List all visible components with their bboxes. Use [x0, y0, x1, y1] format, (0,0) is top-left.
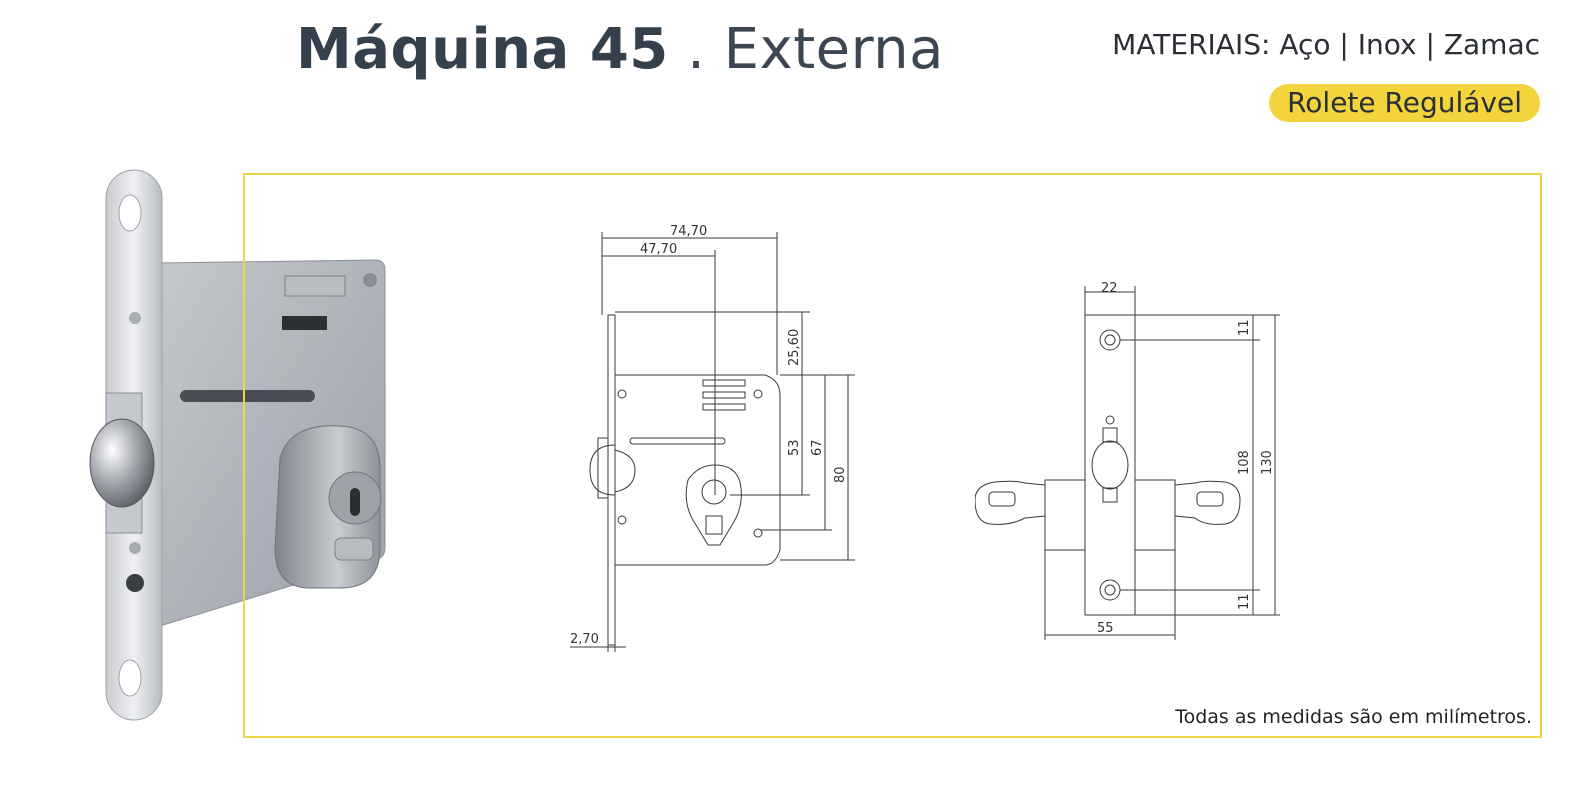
materials-label: MATERIAIS: Aço | Inox | Zamac — [1112, 28, 1540, 61]
drawing-frame — [243, 173, 1542, 738]
dim-53: 53 — [787, 439, 802, 456]
dim-130: 130 — [1260, 450, 1275, 475]
page-title: Máquina 45 . Externa — [296, 22, 944, 78]
dim-74-70: 74,70 — [670, 224, 707, 239]
feature-badge: Rolete Regulável — [1269, 84, 1540, 122]
title-model: Máquina 45 — [296, 17, 669, 82]
dim-108: 108 — [1237, 450, 1252, 475]
dim-22: 22 — [1101, 281, 1118, 296]
footnote: Todas as medidas são em milímetros. — [1175, 706, 1532, 728]
side-view-drawing: 74,70 47,70 25,60 53 67 80 2,70 — [570, 224, 855, 652]
dim-11-top: 11 — [1237, 319, 1252, 336]
dim-11-bottom: 11 — [1237, 593, 1252, 610]
dim-55: 55 — [1097, 621, 1114, 636]
dim-25-60: 25,60 — [787, 329, 802, 366]
dim-67: 67 — [810, 439, 825, 456]
lock-product-image — [89, 169, 386, 721]
dim-47-70: 47,70 — [640, 242, 677, 257]
title-type: . Externa — [687, 17, 944, 82]
front-view-drawing: 22 11 11 108 130 55 — [975, 281, 1280, 640]
dim-2-70: 2,70 — [570, 632, 599, 647]
dim-80: 80 — [833, 466, 848, 483]
